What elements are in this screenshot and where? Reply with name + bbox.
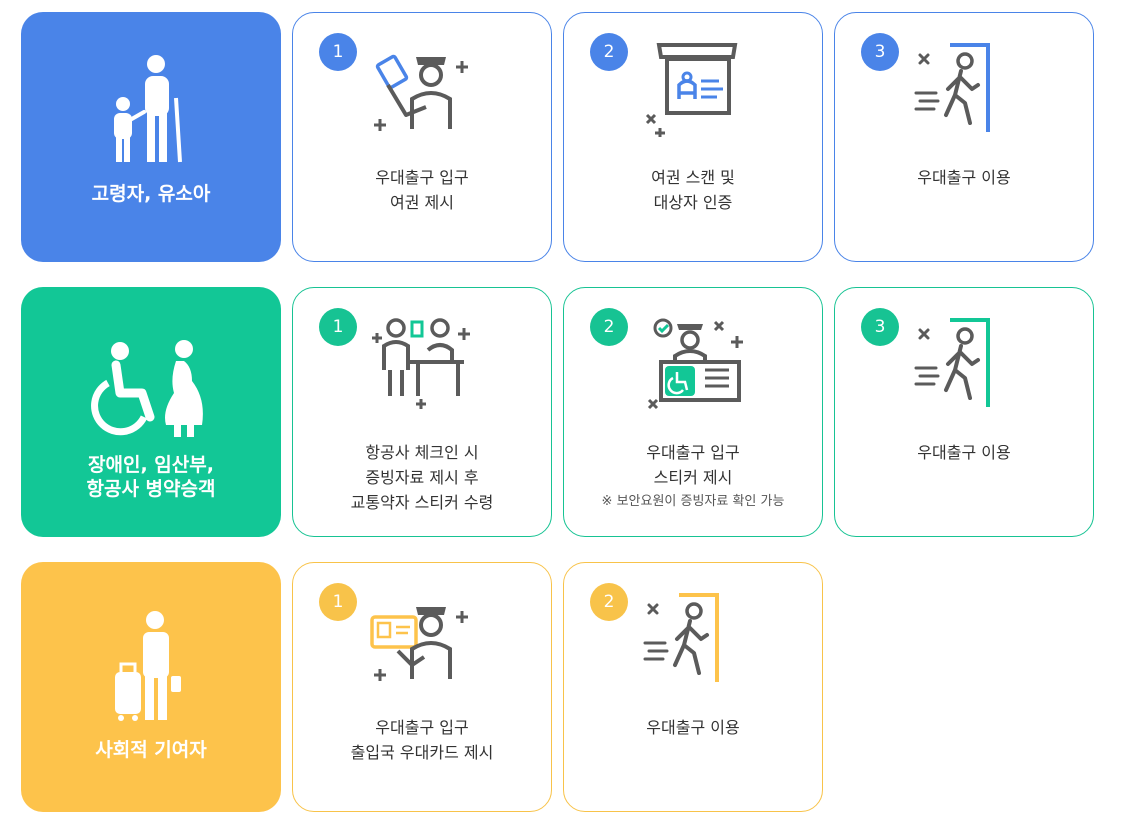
step-card: 2 우대출구 이용 xyxy=(563,562,823,812)
category-elderly-children: 고령자, 유소아 xyxy=(21,12,281,262)
checkin-counter-icon xyxy=(368,312,478,412)
step-text: 우대출구 이용 xyxy=(917,168,1011,187)
category-label: 장애인, 임산부, xyxy=(88,454,214,476)
step-text: 우대출구 이용 xyxy=(917,443,1011,462)
step-number-badge: 2 xyxy=(590,308,628,346)
step-text: 증빙자료 제시 후 xyxy=(365,468,479,487)
step-card: 1 우대출구 입구 여권 제시 xyxy=(292,12,552,262)
step-text: 대상자 인증 xyxy=(653,193,733,212)
category-social-contributors: 사회적 기여자 xyxy=(21,562,281,812)
exit-walk-icon xyxy=(910,312,1020,412)
exit-walk-icon xyxy=(910,37,1020,137)
sticker-check-icon xyxy=(639,312,749,412)
step-card: 1 항공사 체크인 시 증빙자료 제시 후 교통약자 스티커 수령 xyxy=(292,287,552,537)
step-text: 항공사 체크인 시 xyxy=(365,443,479,462)
step-text: 우대출구 입구 xyxy=(375,168,469,187)
step-text: 출입국 우대카드 제시 xyxy=(350,743,494,762)
step-card: 2 우대출구 입구 스티커 제시 ※ 보안요원이 증빙자료 확인 가능 xyxy=(563,287,823,537)
step-text: 스티커 제시 xyxy=(653,468,733,487)
step-text: 우대출구 입구 xyxy=(646,443,740,462)
step-text: 우대출구 이용 xyxy=(646,718,740,737)
step-number-badge: 3 xyxy=(861,308,899,346)
elderly-child-icon xyxy=(106,46,196,166)
step-number-badge: 2 xyxy=(590,33,628,71)
step-note: ※ 보안요원이 증빙자료 확인 가능 xyxy=(601,494,785,509)
step-card: 3 우대출구 이용 xyxy=(834,287,1094,537)
step-card: 1 우대출구 입구 출입국 우대카드 제시 xyxy=(292,562,552,812)
category-label: 사회적 기여자 xyxy=(95,739,207,761)
step-number-badge: 1 xyxy=(319,33,357,71)
step-text: 교통약자 스티커 수령 xyxy=(350,493,494,512)
category-label: 고령자, 유소아 xyxy=(91,183,211,205)
step-card: 3 우대출구 이용 xyxy=(834,12,1094,262)
step-number-badge: 1 xyxy=(319,308,357,346)
card-officer-icon xyxy=(368,587,478,687)
business-traveler-icon xyxy=(111,602,191,722)
step-text: 우대출구 입구 xyxy=(375,718,469,737)
step-number-badge: 2 xyxy=(590,583,628,621)
passport-officer-icon xyxy=(368,37,478,137)
step-number-badge: 3 xyxy=(861,33,899,71)
category-disabled-pregnant: 장애인, 임산부, 항공사 병약승객 xyxy=(21,287,281,537)
category-label: 항공사 병약승객 xyxy=(86,478,216,500)
exit-walk-icon xyxy=(639,587,749,687)
step-text: 여권 제시 xyxy=(390,193,454,212)
passport-scan-icon xyxy=(639,37,749,138)
step-text: 여권 스캔 및 xyxy=(651,168,735,187)
step-card: 2 여권 스캔 및 대상자 인증 xyxy=(563,12,823,262)
step-number-badge: 1 xyxy=(319,583,357,621)
wheelchair-pregnant-icon xyxy=(86,319,216,439)
